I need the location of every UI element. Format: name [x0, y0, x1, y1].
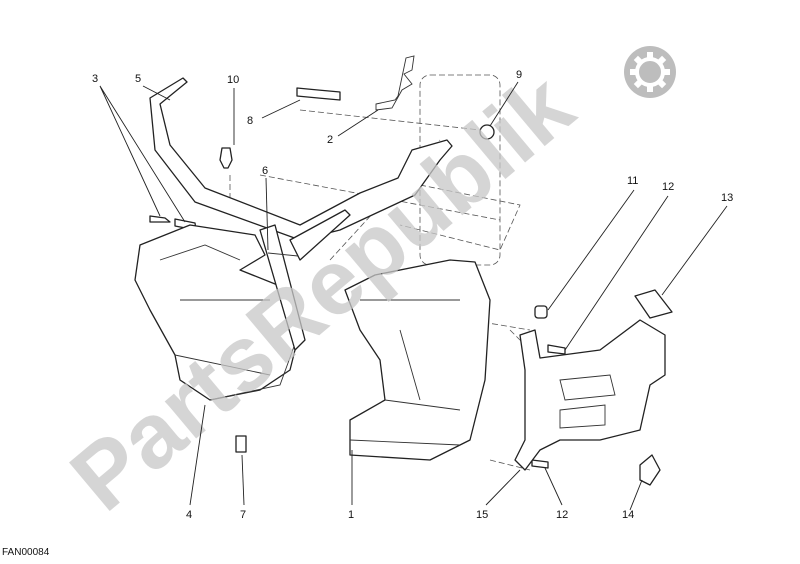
callout-6: 6 [262, 165, 268, 177]
part-13-pad[interactable] [634, 289, 673, 319]
part-15-bracket[interactable] [514, 319, 666, 471]
watermark: PartsRepublik [52, 54, 592, 530]
part-2-clip[interactable] [375, 55, 415, 111]
part-6-rod[interactable] [267, 252, 299, 257]
callout-10: 10 [227, 74, 239, 86]
callout-1: 1 [348, 509, 354, 521]
part-11-nut[interactable] [534, 305, 548, 319]
left-air-duct[interactable] [134, 224, 301, 401]
part-12-screw[interactable] [547, 344, 566, 355]
part-9-nut[interactable] [479, 124, 495, 140]
callout-12: 12 [556, 509, 568, 521]
callout-11: 11 [627, 175, 638, 187]
gear-icon [624, 46, 676, 98]
part-3-screw[interactable] [149, 215, 171, 223]
callout-15: 15 [476, 509, 488, 521]
part-14-clip[interactable] [639, 454, 661, 486]
callout-9: 9 [516, 69, 522, 81]
callouts: 3 5 10 8 2 9 6 11 12 13 4 7 1 15 12 14 [92, 69, 733, 521]
part-10-stud[interactable] [219, 147, 233, 169]
callout-5: 5 [135, 73, 141, 85]
callout-8: 8 [247, 115, 253, 127]
support-strut[interactable] [289, 209, 351, 261]
part-7-screw[interactable] [235, 435, 247, 453]
callout-12: 12 [662, 181, 674, 193]
callout-4: 4 [186, 509, 192, 521]
support-strut[interactable] [259, 224, 306, 351]
callout-3: 3 [92, 73, 98, 85]
callout-13: 13 [721, 192, 733, 204]
leader-lines [99, 81, 728, 511]
callout-14: 14 [622, 509, 634, 521]
diagram-code: FAN00084 [2, 547, 50, 558]
callout-7: 7 [240, 509, 246, 521]
part-1-center-duct[interactable] [344, 259, 491, 461]
part-8-bolt[interactable] [296, 87, 341, 101]
callout-2: 2 [327, 134, 333, 146]
part-12-screw[interactable] [531, 459, 549, 469]
